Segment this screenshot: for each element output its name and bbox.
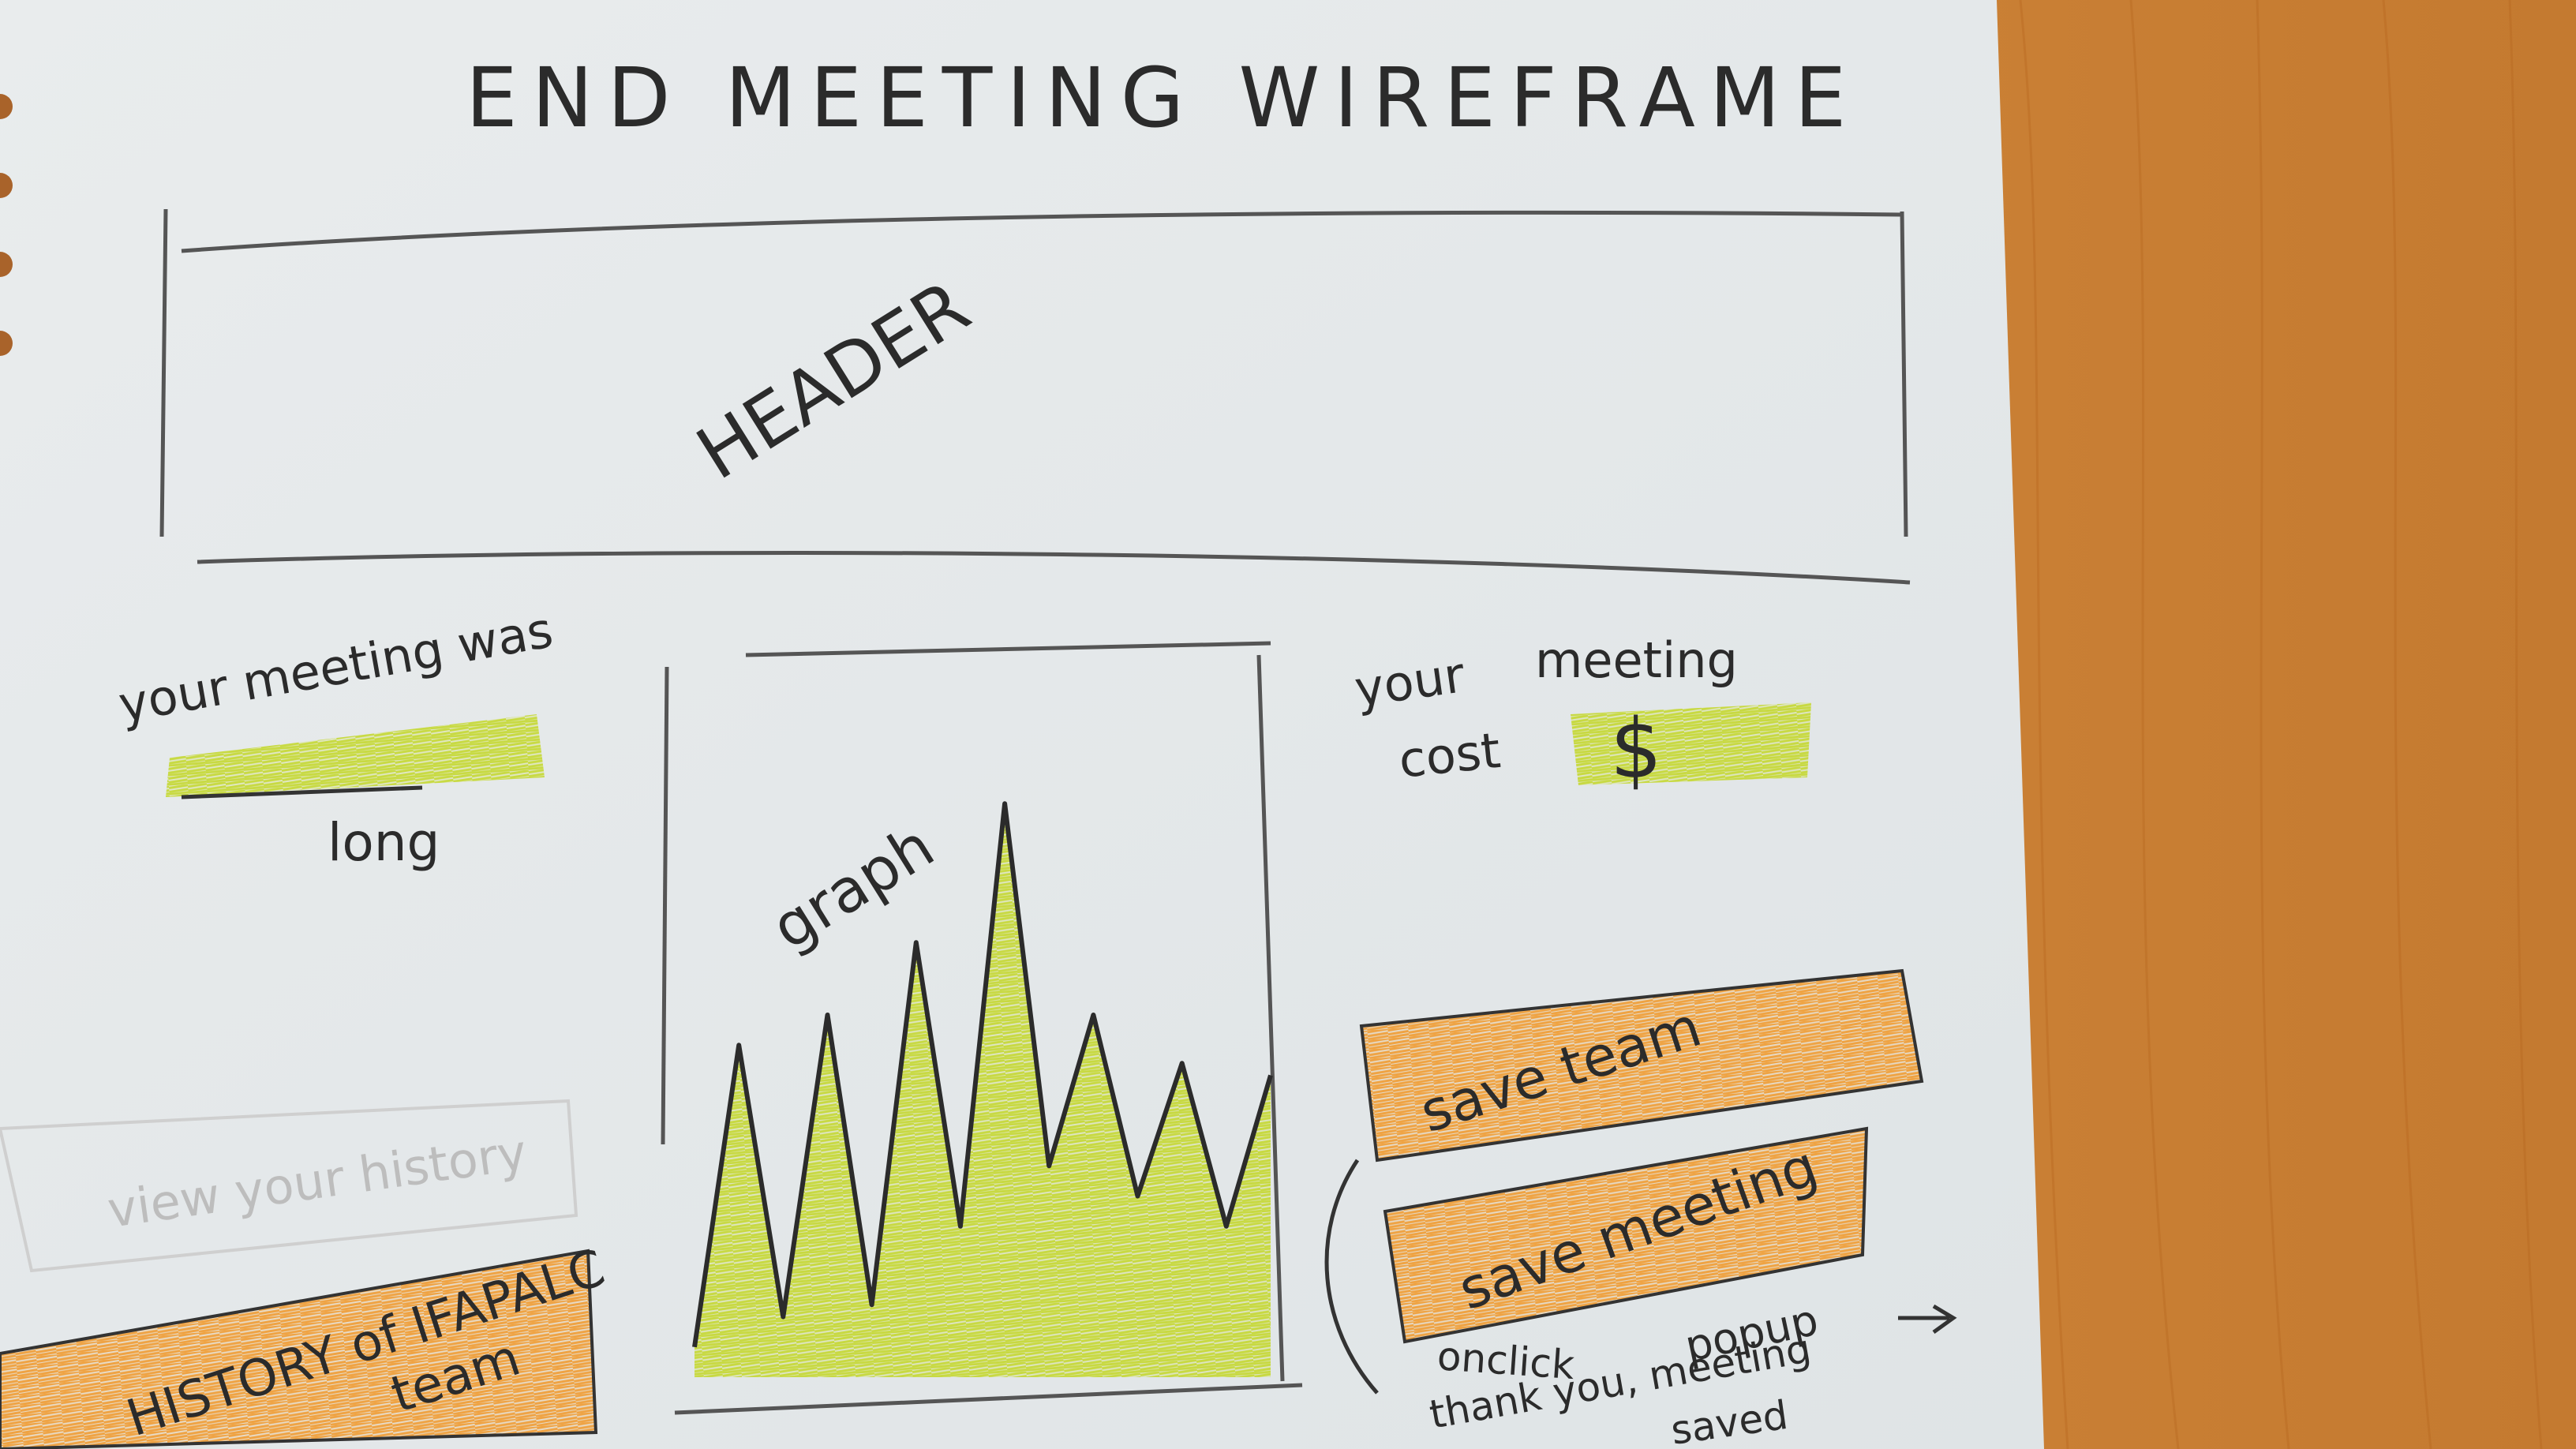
duration-highlight [166, 714, 545, 797]
cost-prefix-cost: cost [1396, 721, 1503, 789]
duration-underline [181, 785, 423, 799]
wireframe-title: END MEETING WIREFRAME [466, 50, 1860, 146]
wood-grain [2019, 0, 2543, 1449]
popup-arrow-icon [1898, 1304, 1957, 1335]
duration-suffix: long [328, 812, 440, 873]
cost-symbol: $ [1610, 701, 1662, 797]
graph-box [661, 641, 1303, 1415]
cost-highlight [1571, 702, 1811, 785]
popup-bracket [1324, 1159, 1379, 1395]
save-team-button[interactable]: save team [1359, 968, 1924, 1163]
graph-line [692, 801, 1273, 1348]
popup-note-onclick: onclick [1436, 1333, 1576, 1388]
binder-holes [0, 94, 13, 356]
cost-prefix-meeting: meeting [1535, 631, 1738, 689]
header-box [159, 208, 1911, 585]
graph-area [692, 801, 1273, 1377]
graph-fill [695, 803, 1271, 1377]
